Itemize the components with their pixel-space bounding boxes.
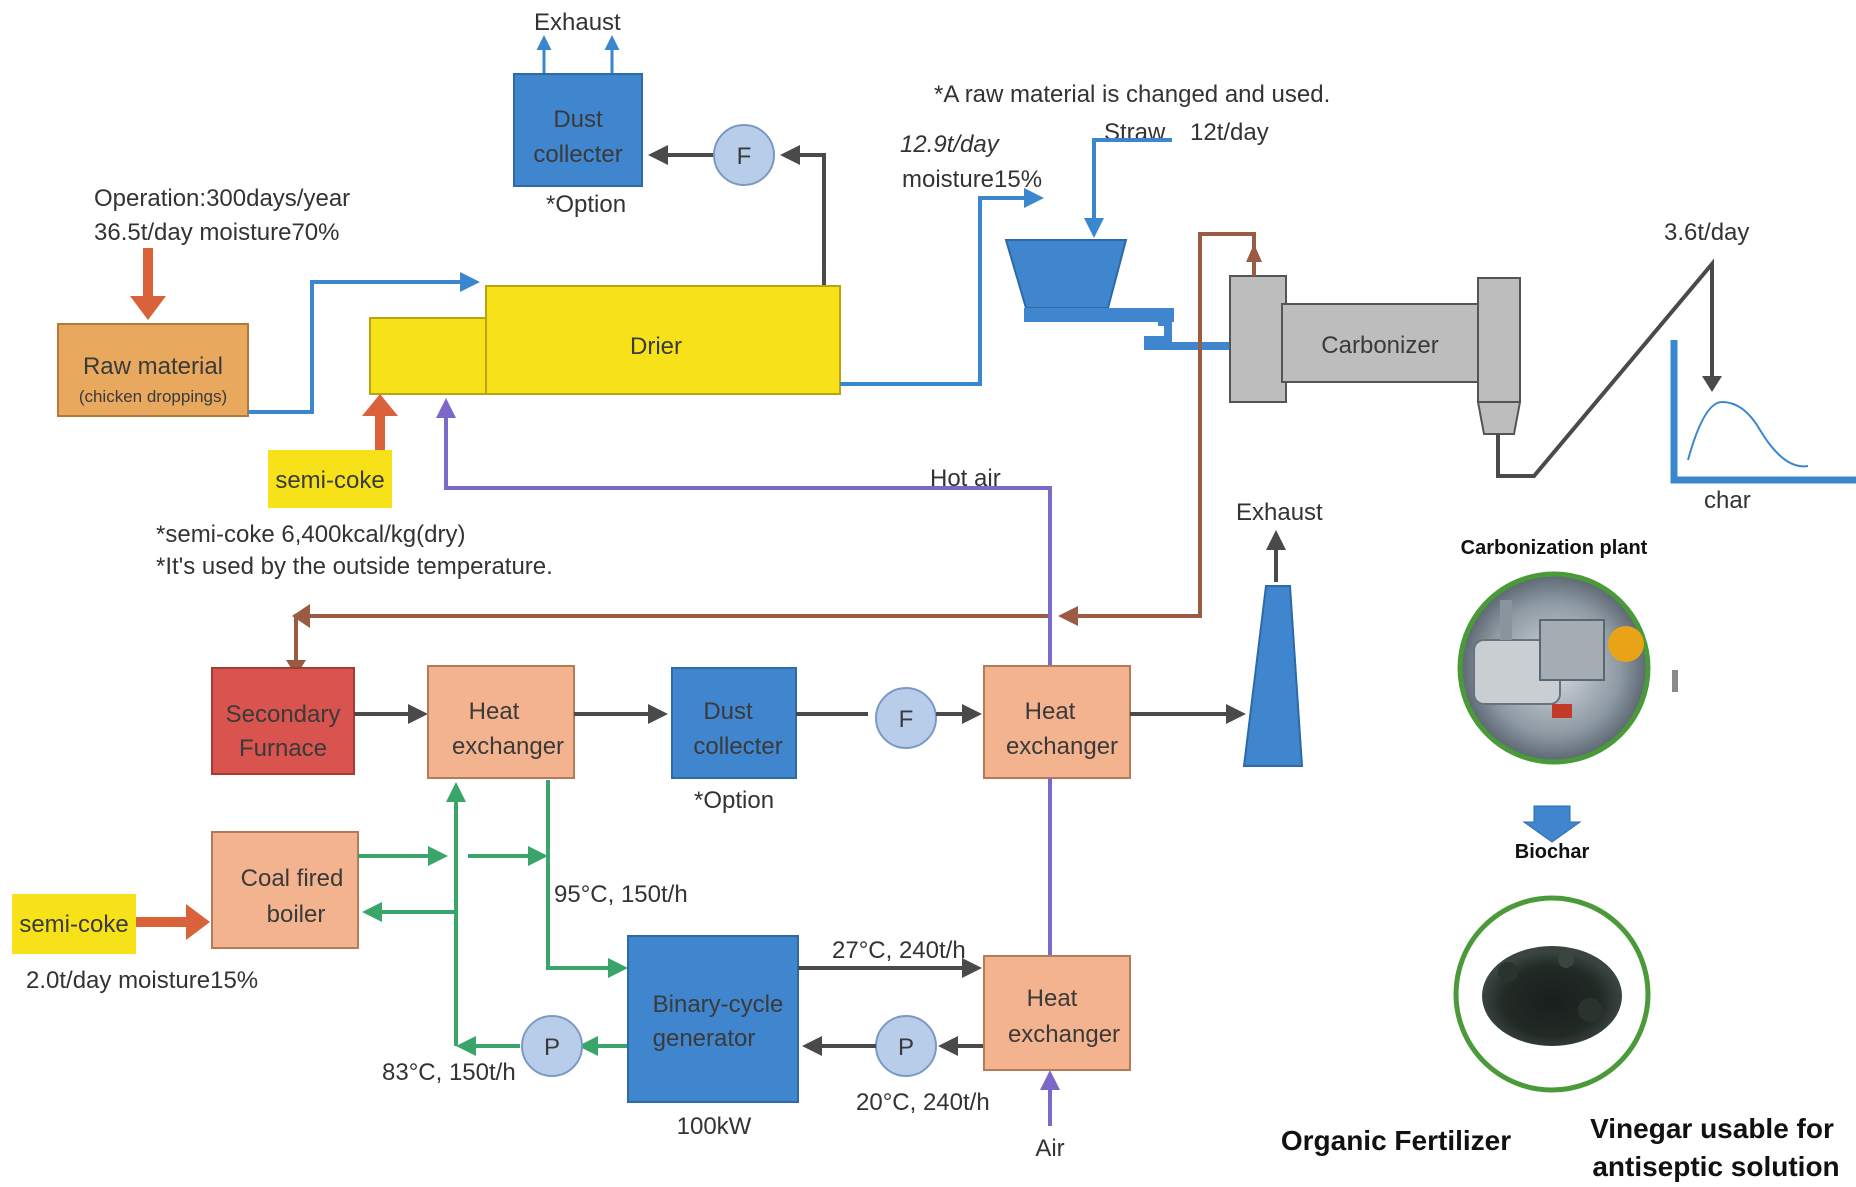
carbonization-plant-photo xyxy=(1460,574,1648,762)
feed-hopper[interactable] xyxy=(1006,240,1126,308)
vinegar-line-2: antiseptic solution xyxy=(1592,1151,1839,1182)
biochar-label: Biochar xyxy=(1515,841,1590,863)
semi-coke-note-2: *It's used by the outside temperature. xyxy=(156,553,553,580)
gas-return-up-arrow xyxy=(1246,244,1262,262)
drier-to-hopper-line xyxy=(840,198,1040,384)
carbonizer-right-head xyxy=(1478,278,1520,402)
feed-rate: 12.9t/day xyxy=(900,131,1001,158)
hot-air-label: Hot air xyxy=(930,465,1001,492)
temp-83-label: 83°C, 150t/h xyxy=(382,1059,516,1086)
heat-exchanger-3-line2: exchanger xyxy=(1008,1021,1120,1048)
semi-coke-bottom-label: semi-coke xyxy=(19,911,128,938)
heat-exchanger-3[interactable] xyxy=(984,956,1130,1070)
dust-collector-top-line2: collecter xyxy=(533,141,622,168)
char-bin xyxy=(1674,340,1856,480)
exhaust-mid-label: Exhaust xyxy=(1236,499,1323,526)
secondary-furnace-line1: Secondary xyxy=(226,701,341,728)
option-top-label: *Option xyxy=(546,191,626,218)
coal-fired-boiler-line2: boiler xyxy=(267,901,326,928)
binary-generator-line2: generator xyxy=(653,1025,756,1052)
hot-water-loop xyxy=(358,780,628,1046)
vinegar-line-1: Vinegar usable for xyxy=(1590,1113,1834,1144)
carbonizer-label: Carbonizer xyxy=(1321,332,1438,359)
dust-collector-mid-line1: Dust xyxy=(703,698,753,725)
hopper-conveyor xyxy=(1024,308,1174,322)
exhaust-stack xyxy=(1244,586,1302,766)
biochar-photo xyxy=(1456,898,1648,1090)
coal-fired-boiler-line1: Coal fired xyxy=(241,865,344,892)
hopper-feed-screw xyxy=(1148,322,1232,346)
char-pile xyxy=(1688,402,1808,466)
fan-mid-label: F xyxy=(899,706,914,733)
heat-exchanger-2-line2: exchanger xyxy=(1006,733,1118,760)
gas-to-furnace-line xyxy=(296,616,1048,668)
heat-exchanger-2-line1: Heat xyxy=(1025,698,1076,725)
semi-coke-note-1: *semi-coke 6,400kcal/kg(dry) xyxy=(156,521,465,548)
binary-cycle-generator[interactable] xyxy=(628,936,798,1102)
char-rate: 3.6t/day xyxy=(1664,219,1749,246)
fan-top-label: F xyxy=(737,143,752,170)
semi-coke-top-label: semi-coke xyxy=(275,467,384,494)
heat-exchanger-1-line1: Heat xyxy=(469,698,520,725)
carbonizer-discharge xyxy=(1478,402,1520,434)
char-label: char xyxy=(1704,487,1751,514)
plant-photo-marker xyxy=(1672,670,1678,692)
raw-rate-label: 36.5t/day moisture70% xyxy=(94,219,339,246)
dust-collector-top-line1: Dust xyxy=(553,106,603,133)
pump-left-label: P xyxy=(544,1034,560,1061)
raw-input-arrow-head xyxy=(130,296,166,320)
drier-to-fan-line xyxy=(784,155,824,286)
exhaust-top-arrows xyxy=(544,38,612,74)
pump-right-label: P xyxy=(898,1034,914,1061)
option-mid-label: *Option xyxy=(694,787,774,814)
drier-front-section[interactable] xyxy=(370,318,488,394)
raw-material-label: Raw material xyxy=(83,353,223,380)
secondary-furnace-line2: Furnace xyxy=(239,735,327,762)
temp-95-label: 95°C, 150t/h xyxy=(554,881,688,908)
heat-exchanger-1-line2: exchanger xyxy=(452,733,564,760)
binary-generator-line1: Binary-cycle xyxy=(653,991,784,1018)
coke-rate-label: 2.0t/day moisture15% xyxy=(26,967,258,994)
temp-27-label: 27°C, 240t/h xyxy=(832,937,966,964)
drier-label: Drier xyxy=(630,333,682,360)
organic-fertilizer-label: Organic Fertilizer xyxy=(1281,1125,1511,1156)
hot-air-line xyxy=(446,402,1050,668)
carbonization-plant-title: Carbonization plant xyxy=(1461,537,1648,559)
raw-material-sub: (chicken droppings) xyxy=(79,387,227,406)
feed-moisture: moisture15% xyxy=(902,166,1042,193)
raw-note: *A raw material is changed and used. xyxy=(934,81,1330,108)
air-label: Air xyxy=(1035,1135,1064,1162)
char-conveyor xyxy=(1498,264,1712,476)
carbonizer-left-head xyxy=(1230,276,1286,402)
semi-coke-bottom-arrow-head xyxy=(186,904,210,940)
temp-20-label: 20°C, 240t/h xyxy=(856,1089,990,1116)
straw-rate: 12t/day xyxy=(1190,119,1269,146)
char-conveyor-arrow xyxy=(1702,376,1722,392)
semi-coke-top-arrow-head xyxy=(362,394,398,416)
exhaust-top-label: Exhaust xyxy=(534,9,621,36)
heat-exchanger-3-line1: Heat xyxy=(1027,985,1078,1012)
dust-collector-mid-line2: collecter xyxy=(693,733,782,760)
operation-label: Operation:300days/year xyxy=(94,185,350,212)
down-arrow-icon xyxy=(1524,806,1580,842)
power-label: 100kW xyxy=(677,1113,752,1140)
straw-to-hopper-line xyxy=(1094,140,1172,234)
